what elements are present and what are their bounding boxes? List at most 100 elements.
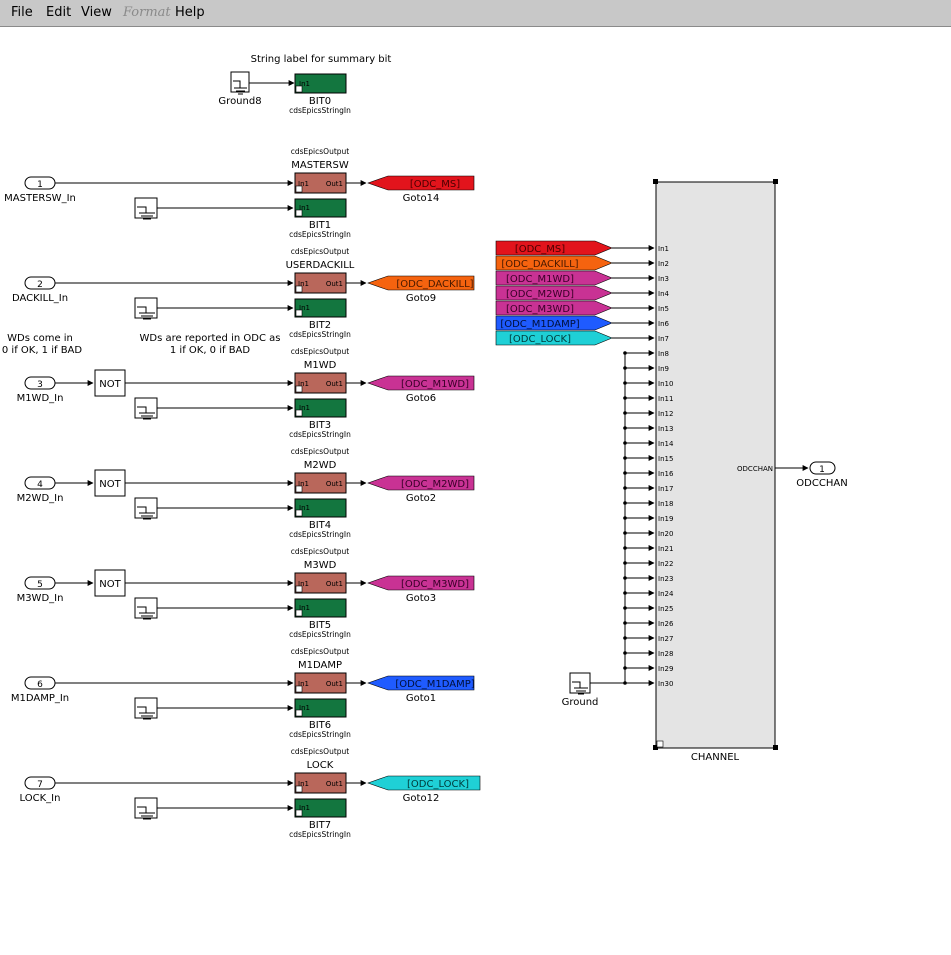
not-block[interactable]: [94, 369, 126, 397]
from-block[interactable]: [495, 240, 613, 256]
epics-output-type: cdsEpicsOutput: [291, 347, 350, 356]
not-label: NOT: [99, 479, 121, 490]
goto-block[interactable]: [367, 375, 475, 391]
subsystem-icon: [295, 585, 303, 593]
goto-block[interactable]: [367, 575, 475, 591]
from-block[interactable]: [495, 330, 613, 346]
goto-tag: [ODC_LOCK]: [407, 779, 469, 790]
diagram-canvas: Ground8 String label for summary bit In1…: [2, 54, 848, 839]
epics-port-out: Out1: [326, 480, 343, 488]
goto-name: Goto1: [406, 693, 436, 704]
bit-type: cdsEpicsStringIn: [289, 430, 351, 439]
string-in-block[interactable]: [294, 698, 347, 718]
menu-view[interactable]: View: [81, 5, 112, 20]
bit-type: cdsEpicsStringIn: [289, 330, 351, 339]
goto-block[interactable]: [367, 175, 475, 191]
bit-type: cdsEpicsStringIn: [289, 230, 351, 239]
inport-label: M3WD_In: [17, 593, 64, 604]
string-in-block[interactable]: [294, 298, 347, 318]
goto-block[interactable]: [367, 675, 475, 691]
goto-block[interactable]: [367, 775, 481, 791]
ground-block[interactable]: [134, 697, 158, 720]
string-in-block[interactable]: [294, 798, 347, 818]
bit0-sublabel: cdsEpicsStringIn: [289, 106, 351, 115]
goto-tag: [ODC_MS]: [410, 179, 460, 190]
goto-tag: [ODC_M1DAMP]: [395, 679, 474, 690]
ground8-label: Ground8: [218, 96, 261, 107]
ground8-block[interactable]: [230, 71, 250, 95]
epics-port-out: Out1: [326, 280, 343, 288]
subsystem-icon: [295, 485, 303, 493]
string-in-block[interactable]: [294, 398, 347, 418]
from-block[interactable]: [495, 270, 613, 286]
epics-port-out: Out1: [326, 180, 343, 188]
ground-channel-label: Ground: [562, 697, 599, 708]
subsystem-icon: [295, 809, 303, 817]
channel-input-port: In2: [658, 260, 669, 268]
menu-help[interactable]: Help: [175, 5, 205, 20]
ground-block[interactable]: [134, 597, 158, 620]
ground-block[interactable]: [134, 197, 158, 220]
goto-name: Goto2: [406, 493, 436, 504]
from-tag: [ODC_MS]: [515, 244, 565, 255]
not-block[interactable]: [94, 469, 126, 497]
from-block[interactable]: [495, 255, 613, 271]
bit0-block[interactable]: In1: [294, 73, 347, 94]
goto-block[interactable]: [367, 475, 475, 491]
summary-note: String label for summary bit: [251, 54, 392, 65]
string-in-port: In1: [299, 804, 310, 812]
from-tag: [ODC_M1WD]: [506, 274, 574, 285]
goto-name: Goto6: [406, 393, 436, 404]
epics-port-out: Out1: [326, 680, 343, 688]
ground-block[interactable]: [134, 797, 158, 820]
channel-input-port: In1: [658, 245, 669, 253]
inport-label: DACKILL_In: [12, 293, 68, 304]
not-label: NOT: [99, 379, 121, 390]
bit-type: cdsEpicsStringIn: [289, 630, 351, 639]
channel-input-port: In16: [658, 470, 674, 478]
ground-block[interactable]: [134, 297, 158, 320]
note-wds-reported-line1: WDs are reported in ODC as: [140, 333, 281, 344]
string-in-block[interactable]: [294, 198, 347, 218]
channel-input-port: In30: [658, 680, 673, 688]
from-tag: [ODC_M2WD]: [506, 289, 574, 300]
outport-number: 1: [819, 465, 825, 475]
bit-type: cdsEpicsStringIn: [289, 730, 351, 739]
subsystem-icon: [295, 185, 303, 193]
inport-number: 3: [37, 380, 43, 390]
channel-block[interactable]: [653, 179, 778, 750]
epics-port-in: In1: [298, 380, 309, 388]
inport-number: 2: [37, 280, 43, 290]
subsystem-icon: [295, 285, 303, 293]
ground-bus: [590, 350, 655, 686]
bit-type: cdsEpicsStringIn: [289, 530, 351, 539]
ground-block[interactable]: [134, 497, 158, 520]
outport-odcchan[interactable]: [809, 461, 836, 475]
menu-edit[interactable]: Edit: [46, 5, 72, 20]
channel-input-port: In14: [658, 440, 674, 448]
ground-channel-block[interactable]: [569, 672, 591, 695]
epics-output-type: cdsEpicsOutput: [291, 547, 350, 556]
string-in-block[interactable]: [294, 498, 347, 518]
menu-file[interactable]: File: [11, 5, 33, 20]
string-in-block[interactable]: [294, 598, 347, 618]
subsystem-icon: [295, 509, 303, 517]
string-in-port: In1: [299, 604, 310, 612]
channel-input-port: In10: [658, 380, 673, 388]
from-block[interactable]: [495, 315, 613, 331]
channel-input-port: In3: [658, 275, 669, 283]
channel-input-port: In6: [658, 320, 670, 328]
bit-name: BIT3: [309, 420, 331, 431]
goto-block[interactable]: [367, 275, 475, 291]
epics-output-type: cdsEpicsOutput: [291, 747, 350, 756]
subsystem-icon: [295, 709, 303, 717]
ground-block[interactable]: [134, 397, 158, 420]
channel-input-port: In7: [658, 335, 669, 343]
epics-port-out: Out1: [326, 580, 343, 588]
from-block[interactable]: [495, 300, 613, 316]
inport-number: 7: [37, 780, 43, 790]
from-block[interactable]: [495, 285, 613, 301]
bit-name: BIT4: [309, 520, 331, 531]
